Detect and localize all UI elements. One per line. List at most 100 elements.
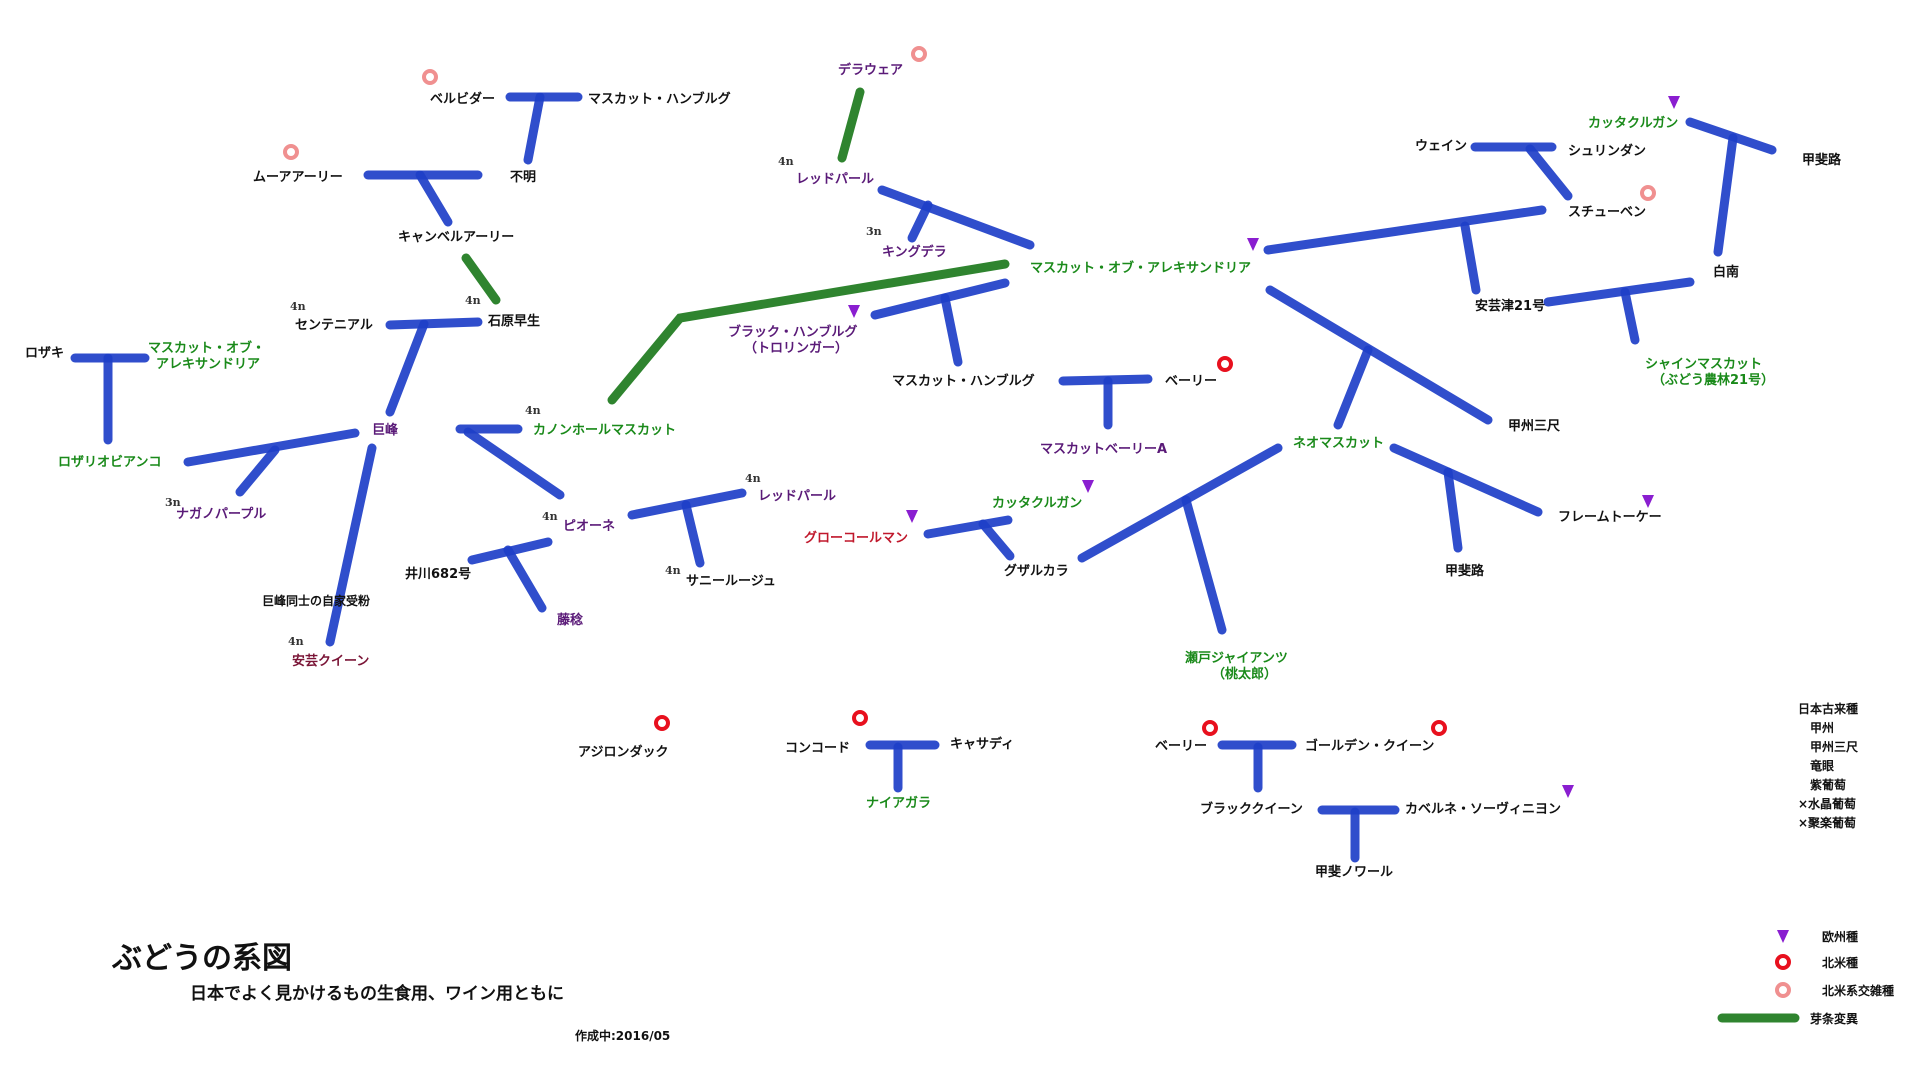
legend: 欧州種 北米種 北米系交雑種 芽条変異 xyxy=(1717,929,1894,1026)
variety-label: 石原早生 xyxy=(487,313,540,329)
variety-label: 巨峰同士の自家受粉 xyxy=(262,593,370,608)
cross-line xyxy=(681,500,705,568)
european-marker xyxy=(1082,480,1094,493)
cross-line xyxy=(385,317,483,330)
title-block: ぶどうの系図 日本でよく見かけるもの生食用、ワイン用ともに 作成中:2016/0… xyxy=(111,941,670,1043)
variety-label: レッドパール xyxy=(796,172,874,187)
ploidy-label: 4n xyxy=(665,564,681,577)
variety-label: アジロンダック xyxy=(578,744,668,760)
variety-label: ナガノパープル xyxy=(176,507,266,522)
ploidy-label: 4n xyxy=(288,635,304,648)
variety-label: 井川682号 xyxy=(405,566,471,582)
american-hybrid-legend-icon xyxy=(1775,982,1791,998)
american-hybrid-marker xyxy=(1640,185,1656,201)
cross-line xyxy=(923,515,1013,539)
variety-label: 白南 xyxy=(1713,264,1739,280)
ploidy-label: 4n xyxy=(465,294,481,307)
variety-label: シュリンダン xyxy=(1568,143,1646,159)
american-marker xyxy=(852,710,868,726)
legend-label: 北米系交雑種 xyxy=(1822,983,1894,998)
cross-line xyxy=(870,278,1010,320)
american-legend-icon xyxy=(1775,954,1791,970)
variety-label: 甲斐ノワール xyxy=(1315,864,1393,880)
variety-label: 藤稔 xyxy=(557,612,583,628)
american-hybrid-marker xyxy=(422,69,438,85)
cross-line xyxy=(1077,443,1283,563)
variety-label: ブラッククイーン xyxy=(1200,801,1303,817)
variety-label: ベーリー xyxy=(1155,739,1207,754)
variety-label: ムーアアーリー xyxy=(253,170,343,185)
variety-label: マスカットベーリーA xyxy=(1040,442,1167,457)
cross-line xyxy=(463,427,565,500)
variety-label: グローコールマン xyxy=(804,530,908,546)
ploidy-label: 4n xyxy=(290,300,306,313)
variety-label: カノンホールマスカット xyxy=(533,423,676,438)
cross-line xyxy=(1543,277,1695,307)
variety-label: ベルビダー xyxy=(430,91,495,107)
ploidy-label: 4n xyxy=(542,510,558,523)
variety-label: ロザキ xyxy=(25,346,64,361)
variety-label: スチューベン xyxy=(1568,205,1646,220)
cross-line xyxy=(877,185,1035,250)
variety-label: キャンベルアーリー xyxy=(398,230,514,245)
cross-line xyxy=(415,170,453,227)
created-date: 作成中:2016/05 xyxy=(575,1028,670,1043)
variety-label: シャインマスカット xyxy=(1645,357,1762,372)
cross-line xyxy=(907,200,933,243)
sport-line xyxy=(837,87,865,163)
cross-line xyxy=(523,92,545,165)
variety-label: キャサディ xyxy=(950,736,1014,752)
ploidy-labels: 4n 3n 4n 4n 4n 3n 4n 4n 4n 4n xyxy=(165,155,882,648)
cross-line xyxy=(1713,133,1738,257)
variety-label: ロザリオビアンコ xyxy=(58,454,161,470)
american-hybrid-marker xyxy=(283,144,299,160)
variety-label: ベーリー xyxy=(1165,374,1217,389)
variety-label: カベルネ・ソーヴィニヨン xyxy=(1405,801,1561,817)
american-marker xyxy=(1202,720,1218,736)
legend-label: 北米種 xyxy=(1822,955,1858,970)
variety-label: 安芸クイーン xyxy=(292,653,369,669)
ploidy-label: 4n xyxy=(745,472,761,485)
variety-label: ナイアガラ xyxy=(866,796,931,811)
ploidy-label: 4n xyxy=(778,155,794,168)
cross-line xyxy=(1620,287,1640,345)
variety-labels: ベルビダー マスカット・ハンブルグ 不明 ムーアアーリー キャンベルアーリー セ… xyxy=(25,62,1842,880)
page-subtitle: 日本でよく見かけるもの生食用、ワイン用ともに xyxy=(190,983,564,1004)
european-legend-icon xyxy=(1777,930,1789,943)
american-marker xyxy=(654,715,670,731)
variety-label: フレームトーケー xyxy=(1558,510,1662,525)
variety-label: （ぶどう農林21号） xyxy=(1652,372,1774,388)
page-title: ぶどうの系図 xyxy=(111,941,292,976)
native-varieties-list: 日本古来種 甲州 甲州三尺 竜眼 紫葡萄 ×水晶葡萄 ×聚楽葡萄 xyxy=(1798,701,1858,830)
cross-line xyxy=(1443,467,1463,553)
legend-label: 芽条変異 xyxy=(1810,1011,1858,1026)
variety-label: キングデラ xyxy=(882,244,947,260)
variety-label: 瀬戸ジャイアンツ xyxy=(1185,650,1288,666)
origin-markers xyxy=(283,46,1680,798)
native-variety-item: ×聚楽葡萄 xyxy=(1798,815,1856,830)
cross-line xyxy=(1265,285,1493,425)
american-marker xyxy=(1431,720,1447,736)
variety-label: ウェイン xyxy=(1415,139,1467,154)
variety-label: 甲州三尺 xyxy=(1508,419,1560,434)
native-variety-item: 竜眼 xyxy=(1810,758,1834,773)
cross-line xyxy=(503,545,547,613)
cross-line xyxy=(385,319,429,417)
connector-lines xyxy=(70,87,1777,863)
variety-label: ブラック・ハンブルグ xyxy=(728,324,857,340)
variety-label: （桃太郎） xyxy=(1212,666,1277,682)
cross-line xyxy=(1181,495,1227,635)
variety-label: アレキサンドリア xyxy=(156,357,260,372)
variety-label: デラウェア xyxy=(838,62,903,78)
native-variety-item: 甲州 xyxy=(1810,721,1834,735)
variety-label: レッドパール xyxy=(758,489,836,504)
cross-line xyxy=(325,443,377,647)
native-variety-item: 甲州三尺 xyxy=(1810,740,1858,754)
sport-line xyxy=(607,259,1010,405)
european-marker xyxy=(848,305,860,318)
cross-line xyxy=(235,445,280,497)
variety-label: マスカット・オブ・アレキサンドリア xyxy=(1030,260,1251,276)
variety-label: マスカット・オブ・ xyxy=(148,340,265,356)
variety-label: マスカット・ハンブルグ xyxy=(588,91,731,107)
